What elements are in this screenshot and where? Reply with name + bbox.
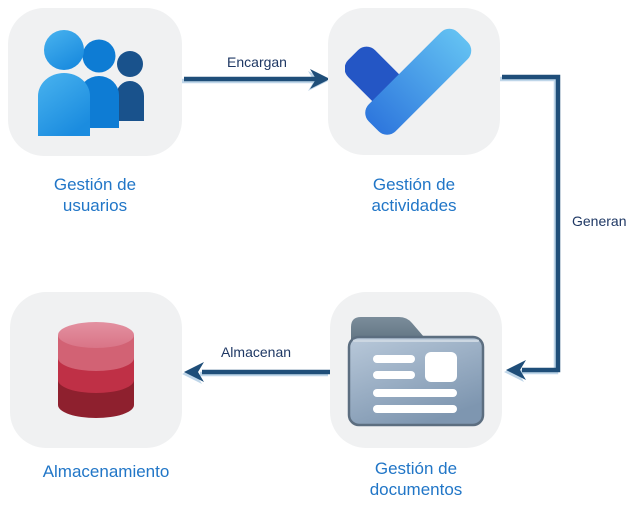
person-back (116, 51, 144, 121)
folder-top-highlight (353, 339, 479, 342)
node-gestion-usuarios (8, 8, 182, 156)
label-gestion-actividades: Gestión de actividades (371, 175, 457, 215)
users-icon (38, 30, 144, 136)
database-icon (58, 322, 134, 418)
label-gestion-documentos: Gestión de documentos (369, 459, 463, 499)
node-gestion-documentos (330, 292, 502, 448)
label-gestion-usuarios: Gestión de usuarios (53, 175, 137, 215)
edge-label-almacenan: Almacenan (220, 344, 292, 360)
folder-document-lines (373, 352, 457, 413)
folder-icon (347, 317, 485, 427)
person-front (38, 30, 90, 136)
edge-label-generan: Generan (572, 213, 627, 229)
edge-encargan-arrow (184, 69, 330, 89)
check-long-stroke (365, 28, 472, 135)
edge-generan-arrow (502, 74, 561, 380)
edge-label-encargan: Encargan (227, 54, 287, 70)
node-gestion-actividades (328, 8, 500, 155)
checkmark-icon (345, 28, 472, 135)
db-top-ellipse (58, 322, 134, 348)
node-almacenamiento (10, 292, 182, 448)
edge-almacenan-arrow (184, 362, 330, 382)
label-almacenamiento: Almacenamiento (42, 462, 170, 481)
